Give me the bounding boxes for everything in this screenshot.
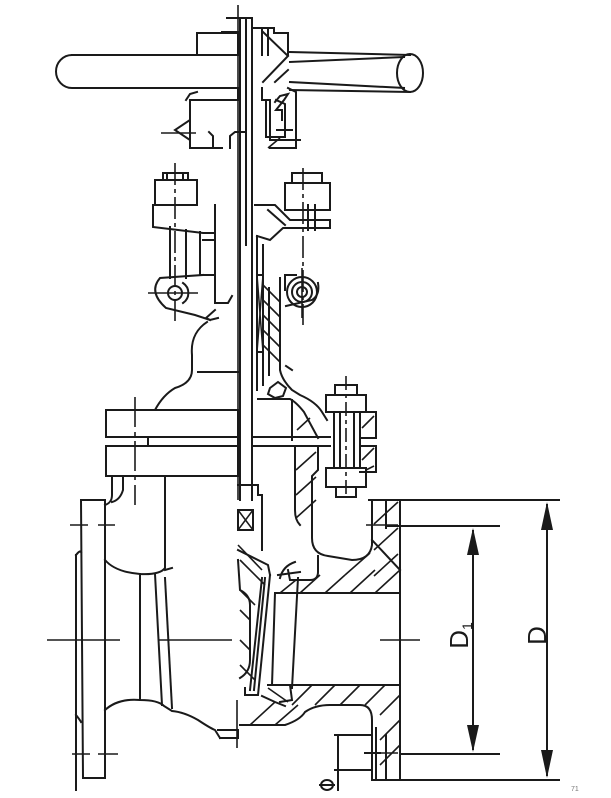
dimension-lines	[368, 499, 560, 781]
gland-bolts	[154, 163, 331, 325]
stem	[237, 5, 253, 501]
yoke-nut	[161, 17, 301, 149]
wedge-gate	[236, 484, 272, 696]
handwheel-lever	[55, 50, 424, 94]
dimension-label-d1: D1	[443, 622, 475, 649]
page-mark: 71	[571, 786, 579, 793]
drain-symbol	[319, 734, 381, 791]
seat-ring	[260, 560, 302, 708]
dimension-label-d: D	[521, 626, 552, 645]
bonnet-bolts	[325, 376, 377, 498]
body-left	[47, 477, 239, 791]
bonnet	[148, 232, 329, 441]
gland-flange	[152, 204, 331, 279]
bonnet-flange	[105, 397, 331, 521]
